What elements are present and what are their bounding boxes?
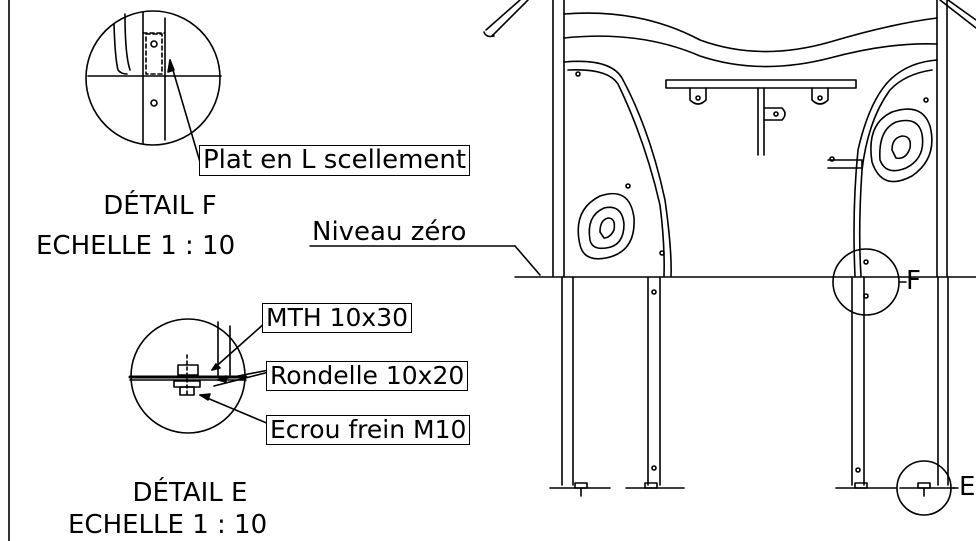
detail-e-scale: ECHELLE 1 : 10 xyxy=(68,510,268,540)
ground-level-label: Niveau zéro xyxy=(312,217,467,247)
callout-plat-en-l: Plat en L scellement xyxy=(199,145,471,176)
ground-leader xyxy=(514,245,541,276)
marker-f-circle xyxy=(832,248,900,316)
play-structure-elevation xyxy=(483,0,976,497)
callout-rondelle: Rondelle 10x20 xyxy=(266,361,469,391)
detail-f-view xyxy=(85,10,222,146)
marker-f-label: F xyxy=(906,266,921,296)
callout-ecrou-frein: Ecrou frein M10 xyxy=(266,415,471,445)
detail-e-title: DÉTAIL E xyxy=(132,478,248,508)
marker-e-label: E xyxy=(959,472,976,502)
leader-f xyxy=(169,59,201,163)
detail-f-scale: ECHELLE 1 : 10 xyxy=(36,231,236,261)
detail-e-view xyxy=(128,318,248,434)
callout-mth-screw: MTH 10x30 xyxy=(262,303,413,333)
detail-f-title: DÉTAIL F xyxy=(103,191,217,221)
